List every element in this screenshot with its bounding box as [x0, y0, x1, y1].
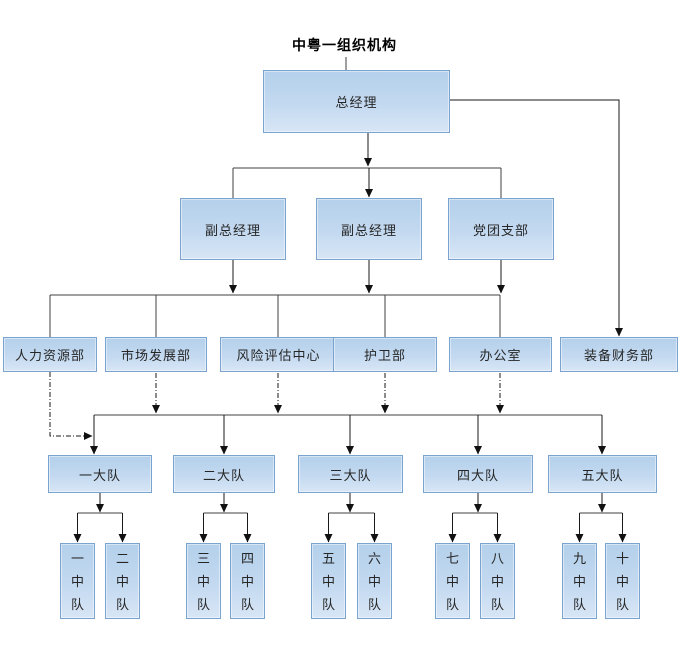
node-brigade-4: 四大队	[423, 455, 533, 493]
node-brigade-2: 二大队	[173, 455, 275, 493]
squadron-6-label: 六中队	[367, 550, 381, 612]
dashed-arrow-hr-to-brigade1-line	[49, 372, 93, 440]
node-hr-dept: 人力资源部	[3, 337, 97, 372]
node-brigade-1: 一大队	[48, 455, 152, 493]
node-squadron-10: 十中队	[605, 543, 640, 619]
node-market-dev-dept: 市场发展部	[105, 337, 207, 372]
node-squadron-2: 二中队	[105, 543, 140, 619]
squadron-10-label: 十中队	[615, 550, 629, 612]
node-squadron-3: 三中队	[186, 543, 221, 619]
node-general-manager: 总经理	[263, 70, 450, 133]
node-squadron-7: 七中队	[435, 543, 470, 619]
squadron-7-label: 七中队	[445, 550, 459, 612]
node-office: 办公室	[449, 337, 552, 372]
node-squadron-8: 八中队	[480, 543, 515, 619]
squadron-3-label: 三中队	[196, 550, 210, 612]
squadron-2-label: 二中队	[115, 550, 129, 612]
node-party-branch: 党团支部	[448, 198, 554, 260]
squadron-5-label: 五中队	[321, 550, 335, 612]
node-squadron-4: 四中队	[230, 543, 265, 619]
squadron-1-label: 一中队	[70, 550, 84, 612]
node-equipment-finance-dept: 装备财务部	[560, 337, 678, 372]
solid-plain-connectors	[49, 57, 623, 514]
node-squadron-9: 九中队	[562, 543, 597, 619]
node-squadron-1: 一中队	[60, 543, 95, 619]
node-deputy-gm-2: 副总经理	[316, 198, 422, 260]
node-guard-dept: 护卫部	[333, 337, 437, 372]
node-risk-assessment-center: 风险评估中心	[220, 337, 337, 372]
solid-arrow-connectors	[73, 99, 627, 543]
squadron-4-label: 四中队	[240, 550, 254, 612]
node-squadron-6: 六中队	[357, 543, 392, 619]
arrow-gm-to-equipment-finance	[450, 99, 623, 337]
squadron-8-label: 八中队	[490, 550, 504, 612]
dashed-arrow-connectors	[49, 372, 504, 440]
node-brigade-3: 三大队	[298, 455, 403, 493]
node-deputy-gm-1: 副总经理	[180, 198, 286, 260]
chart-title: 中粤一组织机构	[292, 37, 397, 53]
node-brigade-5: 五大队	[548, 455, 657, 493]
squadron-9-label: 九中队	[572, 550, 586, 612]
node-squadron-5: 五中队	[311, 543, 346, 619]
